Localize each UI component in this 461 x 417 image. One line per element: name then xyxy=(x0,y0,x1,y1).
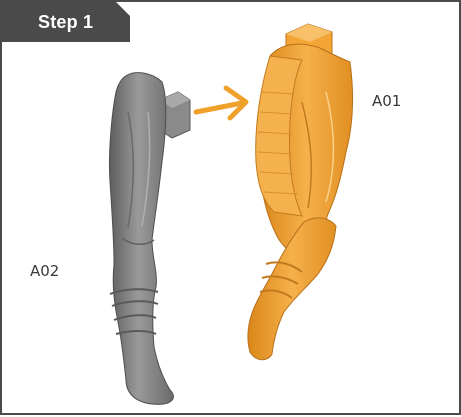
leg-model-a02 xyxy=(109,73,190,405)
leg-model-a01 xyxy=(248,24,353,360)
model-label-a01: A01 xyxy=(372,92,401,110)
arrow-right-icon xyxy=(196,88,246,118)
model-label-a02: A02 xyxy=(30,262,59,280)
